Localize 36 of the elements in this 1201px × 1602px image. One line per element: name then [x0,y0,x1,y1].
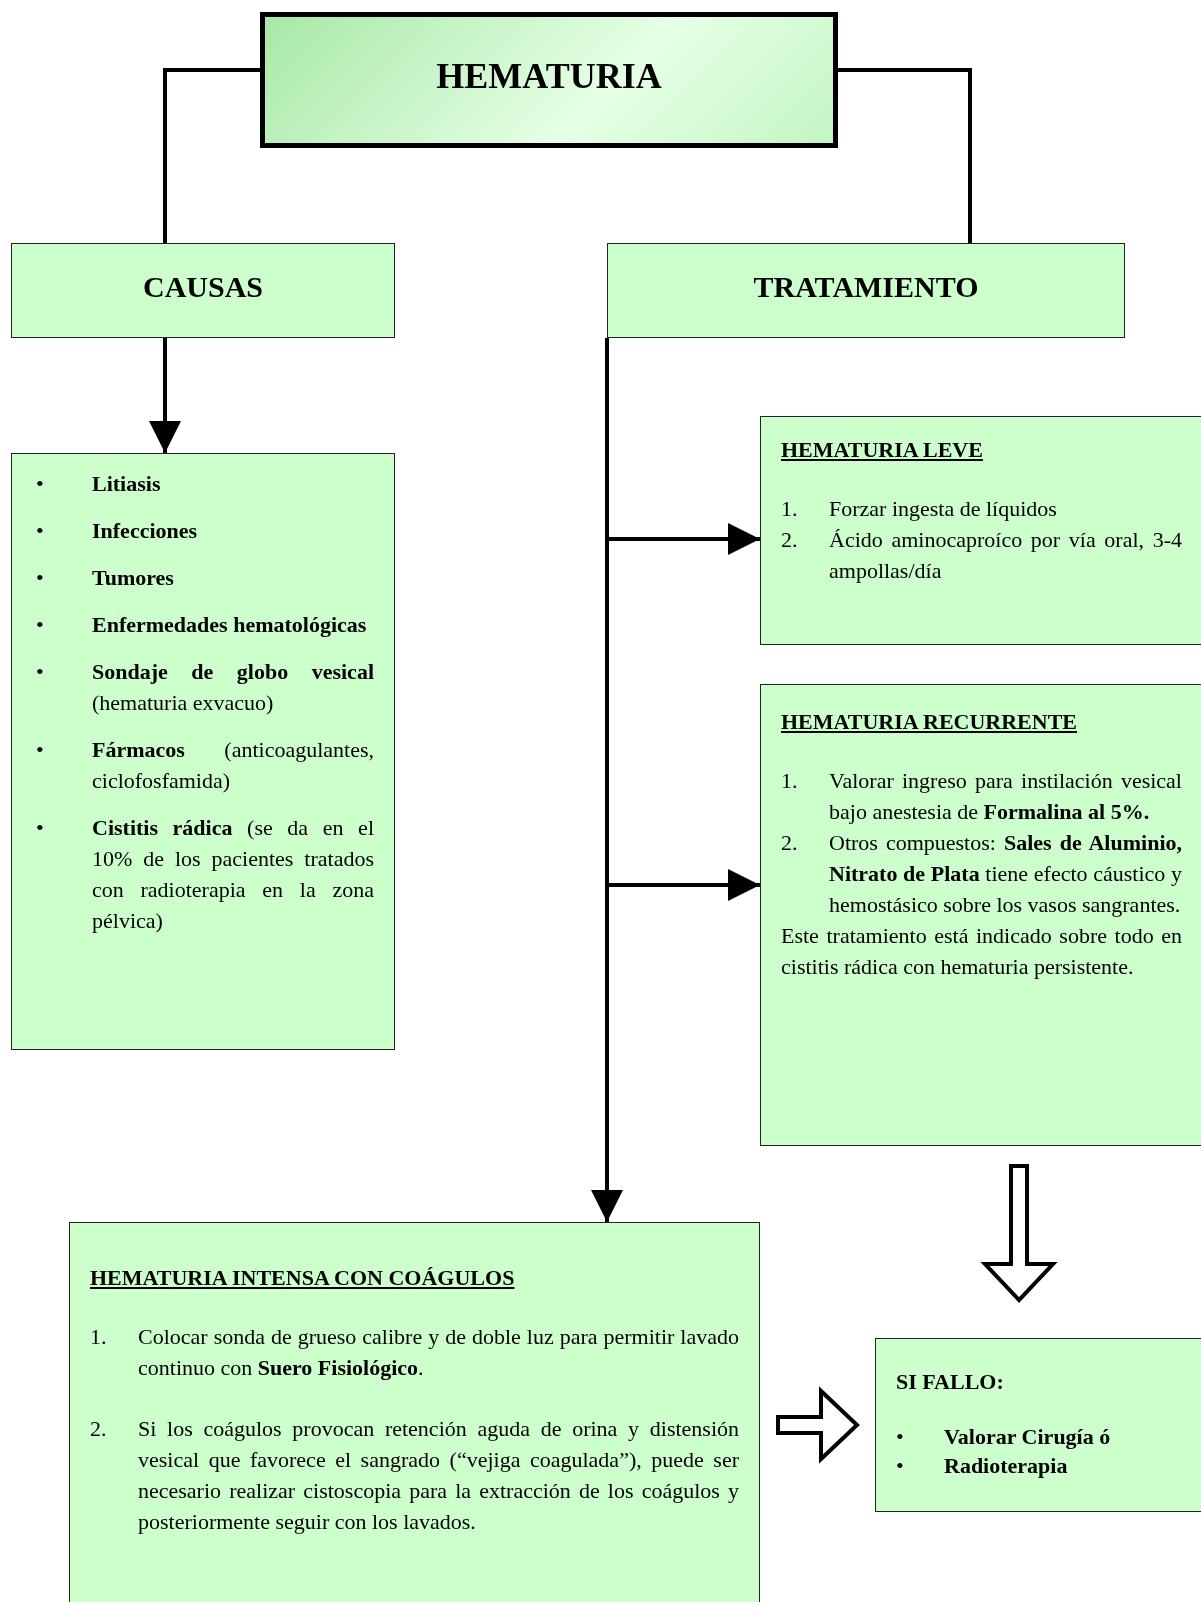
list-item: • Infecciones [36,517,199,545]
section-heading: HEMATURIA LEVE [781,437,984,463]
text-box [69,1222,760,1602]
title-text: HEMATURIA [435,57,663,97]
list-item: • Cistitis rádica (se da en el 10% de los pacientes tratados con radioterapia en la zona pélvica) [36,814,374,935]
list-item: • Litiasis [36,470,162,498]
list-item: 2. Si los coágulos provocan retención aguda de orina y distensión vesical que favorece el sangrado (“vejiga coagulada”), puede ser necesario realizar cistoscopia para la extracción de los coágulos y posteriormente seguir con los lavados. [90,1415,739,1536]
list-item: • Radioterapia [896,1452,1069,1480]
list-item: 1. Valorar ingreso para instilación vesical bajo anestesia de Formalina al 5%. [781,767,1182,826]
list-item: • Fármacos (anticoagulantes, ciclofosfamida) [36,736,374,795]
text-box [875,1338,1201,1512]
section-heading: SI FALLO: [896,1369,1005,1395]
list-item: 2. Ácido aminocaproíco por vía oral, 3-4 ampollas/día [781,526,1182,585]
list-item: • Enfermedades hematológicas [36,611,368,639]
list-item: 1. Forzar ingesta de líquidos [781,495,1058,523]
block-arrow [980,1164,1058,1303]
list-item: 2. Otros compuestos: Sales de Aluminio, Nitrato de Plata tiene efecto cáustico y hemostásico sobre los vasos sangrantes. [781,829,1182,919]
text-box [11,243,395,338]
text-box [607,243,1125,338]
connector-line [838,68,972,243]
block-arrow [776,1386,860,1464]
text-box [11,453,395,1050]
list-item: 1. Colocar sonda de grueso calibre y de doble luz para permitir lavado continuo con Suero Fisiológico. [90,1323,739,1382]
section-heading: TRATAMIENTO [752,270,980,303]
connector-arrow [149,338,181,453]
note-text: Este tratamiento está indicado sobre todo en cistitis rádica con hematuria persistente. [781,922,1182,981]
text-box [760,684,1201,1146]
section-heading: HEMATURIA RECURRENTE [781,709,1078,735]
section-heading: HEMATURIA INTENSA CON COÁGULOS [90,1265,516,1291]
list-item: • Valorar Cirugía ó [896,1423,1112,1451]
list-item: • Tumores [36,564,175,592]
section-heading: CAUSAS [142,270,264,303]
connector-line [163,68,260,243]
title-box [260,12,838,148]
list-item: • Sondaje de globo vesical (hematuria exvacuo) [36,658,374,717]
text-box [760,416,1201,645]
